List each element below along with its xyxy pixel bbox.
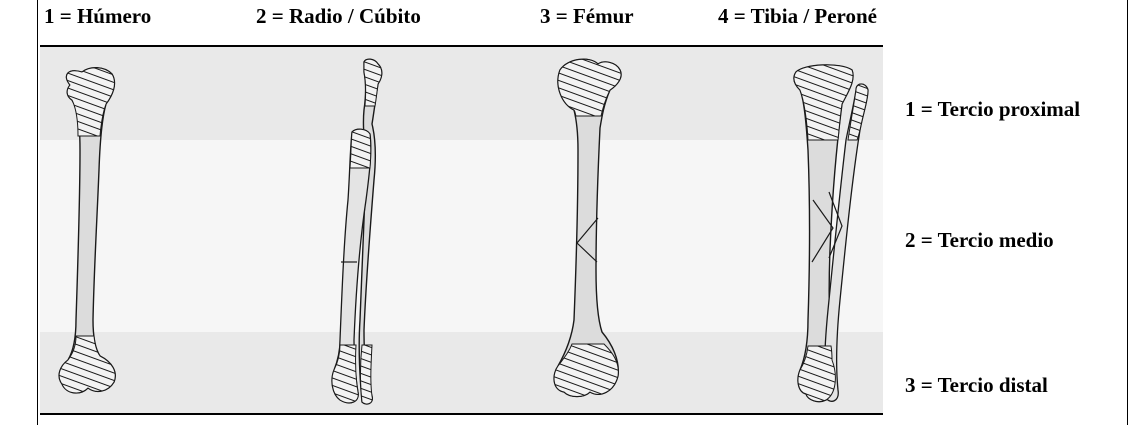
humerus-icon	[59, 68, 115, 393]
femur-icon	[554, 59, 621, 396]
tibia-fibula-icon	[794, 65, 868, 402]
radius-ulna-icon	[332, 59, 382, 404]
